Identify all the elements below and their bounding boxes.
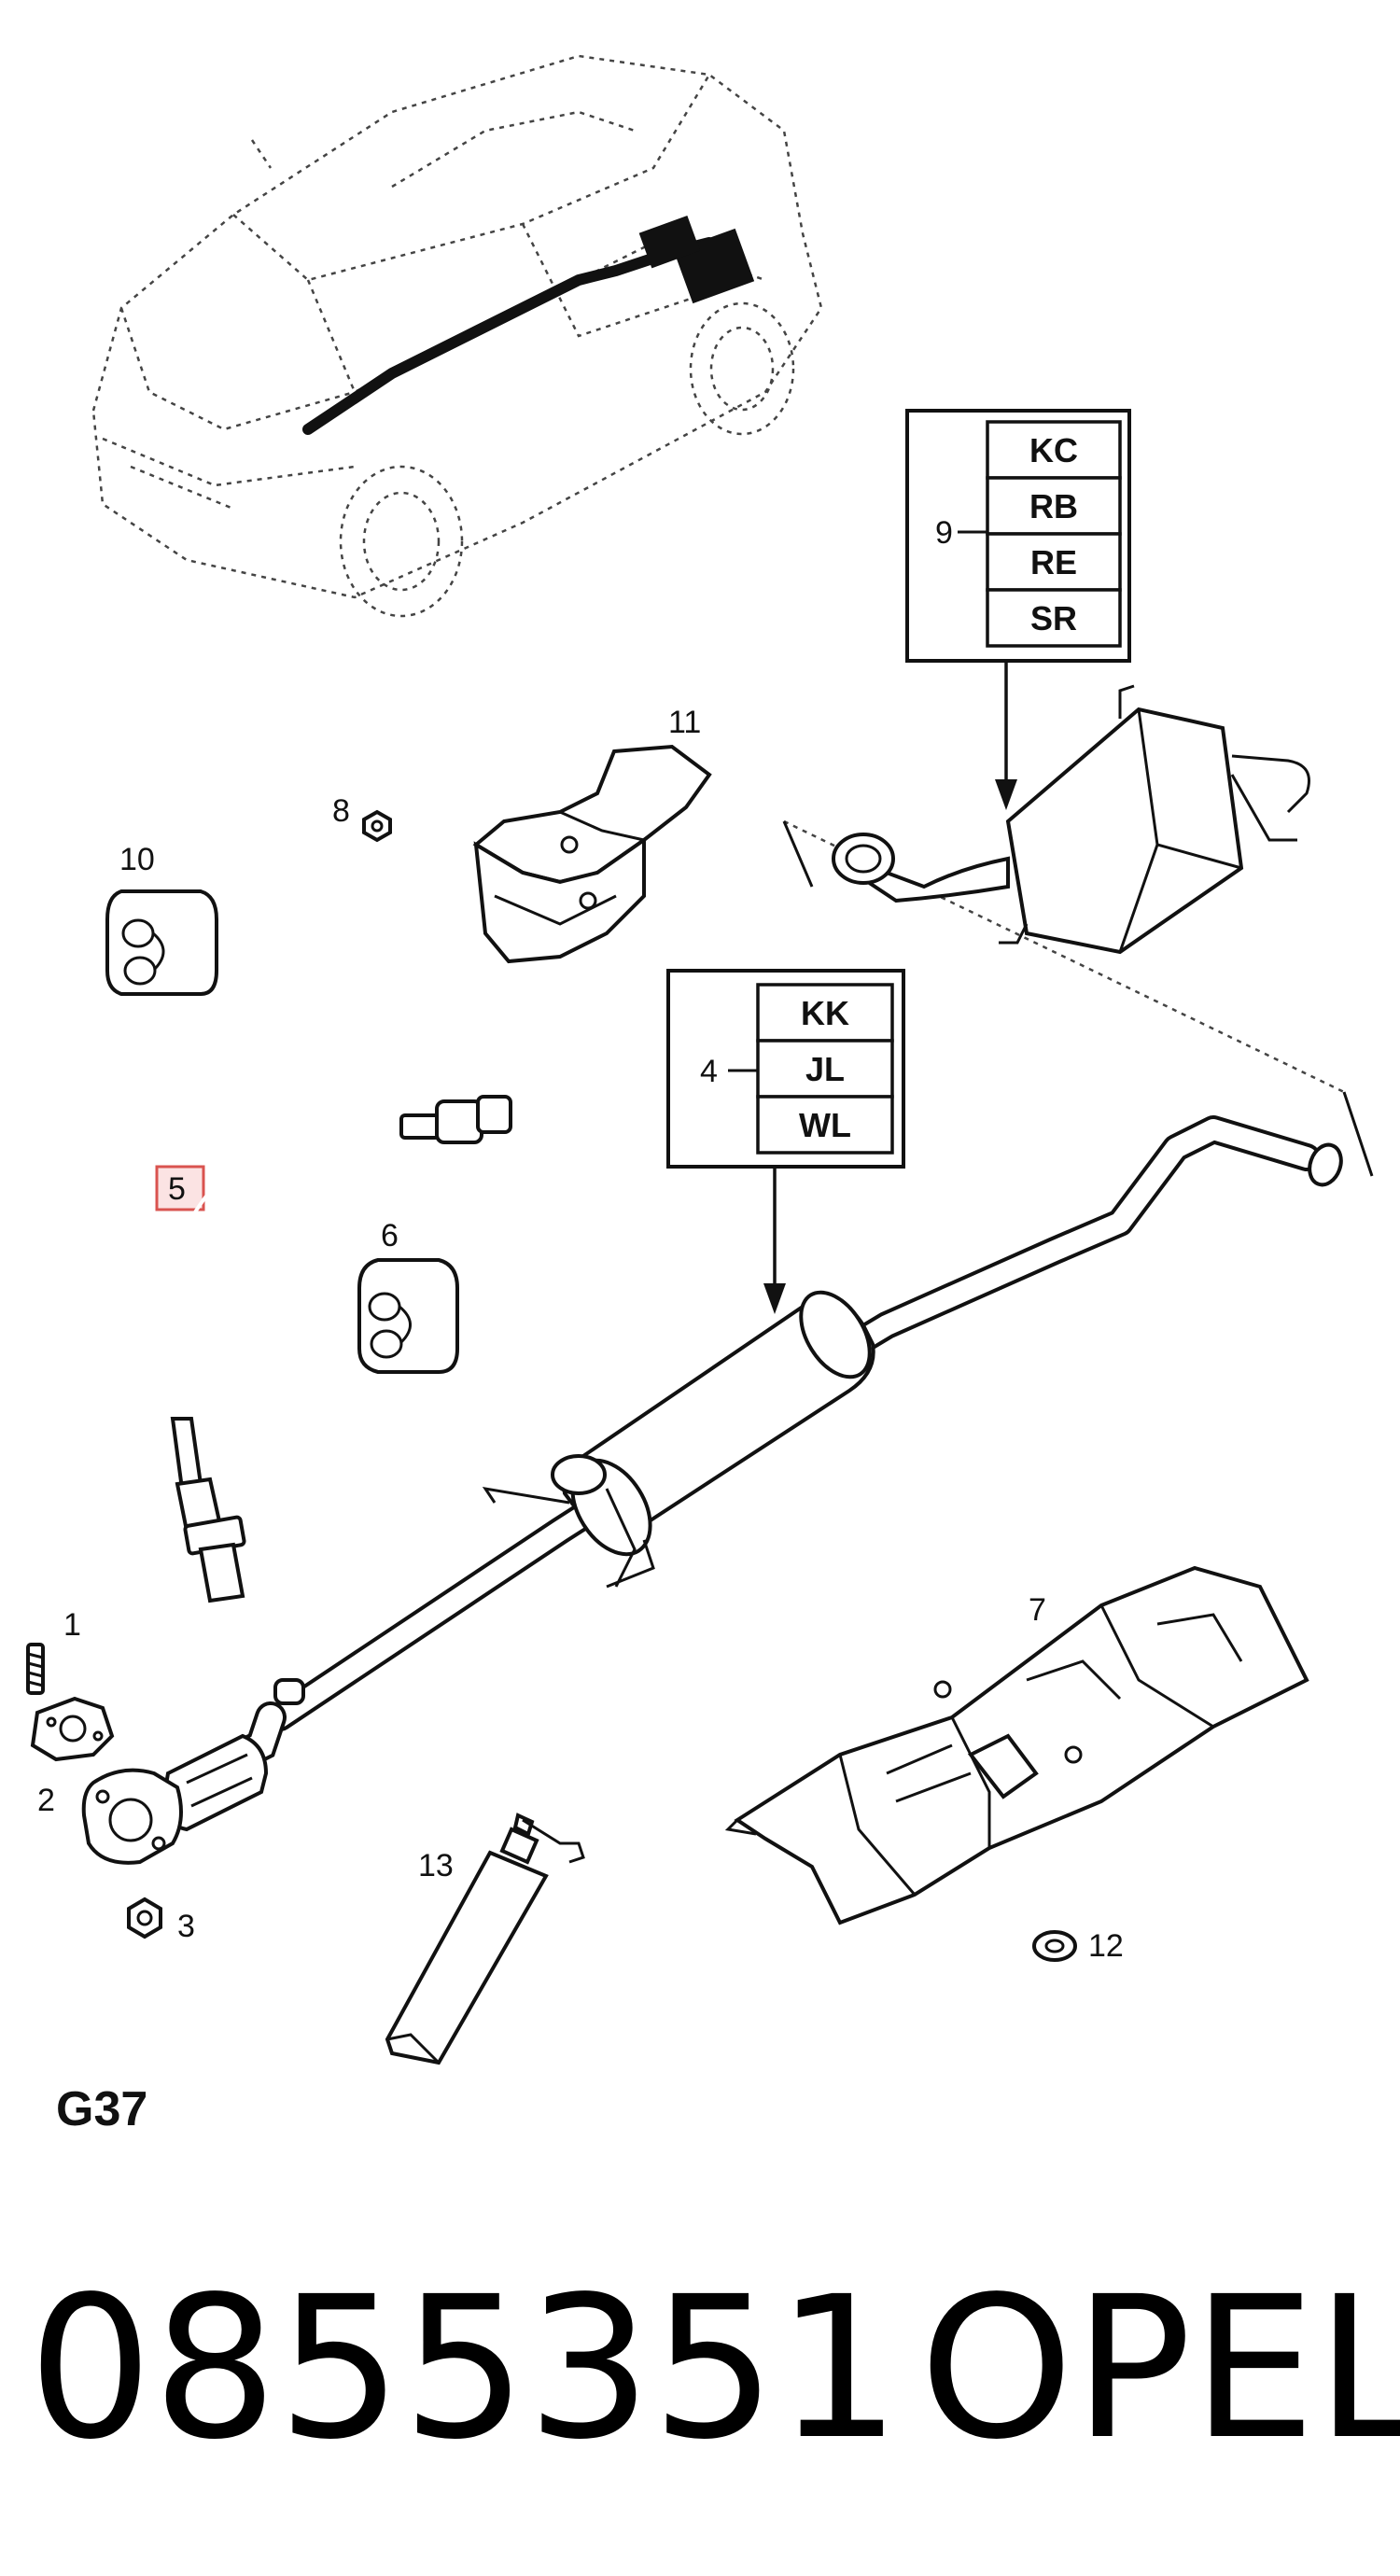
- part-4-middle-pipe: [266, 1115, 1343, 1731]
- variant-code-re: RE: [1030, 543, 1077, 581]
- part-number: 0855351: [28, 2254, 901, 2483]
- rear-muffler-in-car: [638, 215, 701, 269]
- callout-5-highlight: [155, 1165, 205, 1211]
- part-8-nut: 8: [332, 793, 392, 843]
- variant-code-rb: RB: [1029, 487, 1078, 525]
- part-3-nut: 3: [127, 1897, 195, 1944]
- variant-code-jl: JL: [805, 1050, 845, 1088]
- callout-2: 2: [37, 1783, 55, 1818]
- callout-10: 10: [119, 842, 155, 877]
- variant-code-sr: SR: [1030, 599, 1077, 637]
- callout-4: 4: [700, 1054, 718, 1089]
- callout-13: 13: [418, 1848, 454, 1883]
- part-2-front-pipe-catalytic: 2: [30, 1696, 287, 1865]
- callout-1: 1: [63, 1607, 81, 1643]
- callout-5: 5: [168, 1171, 186, 1207]
- car-overview: [91, 54, 823, 618]
- variant-code-wl: WL: [799, 1106, 851, 1144]
- variant-table-9: KC RB RE SR 9: [905, 409, 1131, 810]
- part-9-rear-muffler: [782, 684, 1374, 1177]
- exhaust-in-car: [302, 237, 715, 435]
- callout-9: 9: [935, 515, 953, 551]
- callout-7: 7: [1029, 1592, 1046, 1628]
- part-13-sealant-tube: 13: [385, 1813, 585, 2065]
- callout-3: 3: [177, 1909, 195, 1944]
- part-10-rubber-hanger: 10: [105, 842, 218, 996]
- variant-code-kc: KC: [1029, 431, 1078, 469]
- part-1-stud: 1: [26, 1607, 81, 1695]
- part-5-oxygen-sensor: 5: [155, 1095, 512, 1603]
- callout-8: 8: [332, 793, 350, 829]
- variant-code-kk: KK: [801, 994, 849, 1032]
- callout-6: 6: [381, 1218, 399, 1253]
- callout-12: 12: [1088, 1928, 1124, 1964]
- part-6-rubber-hanger: 6: [357, 1218, 459, 1374]
- brand-name: OPEL: [919, 2254, 1400, 2483]
- variant-table-4: KK JL WL 4: [666, 969, 905, 1314]
- part-7-heat-shield: 7: [724, 1565, 1309, 1925]
- part-11-heat-shield: 11: [472, 705, 712, 964]
- callout-11: 11: [668, 705, 701, 740]
- diagram-code: G37: [56, 2082, 147, 2136]
- part-12-clip-nut: 12: [1032, 1928, 1124, 1964]
